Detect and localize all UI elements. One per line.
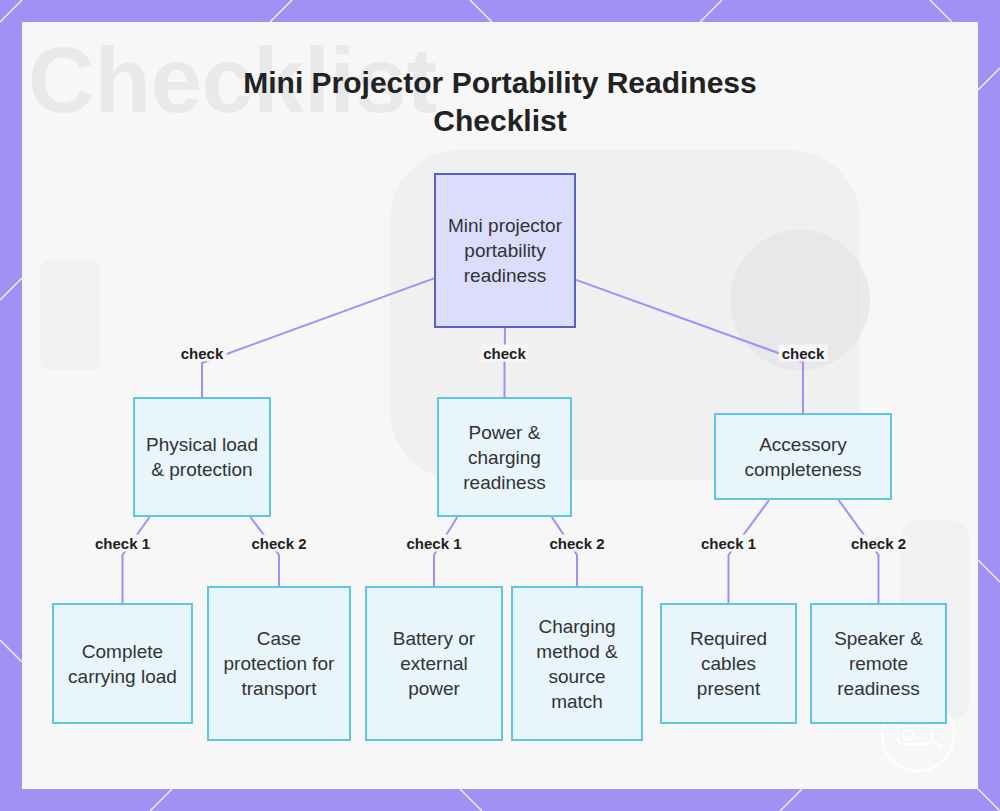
text-stack: Mini projector portability readiness: [444, 213, 566, 288]
check-box: Physical load & protection: [133, 397, 271, 517]
diagram-title: Mini Projector Portability Readiness Che…: [200, 64, 800, 140]
text-stack: Complete carrying load: [62, 639, 183, 689]
connector-line: [434, 517, 457, 586]
check-box: Accessory completeness: [714, 413, 892, 500]
connector-line: [202, 278, 434, 397]
connector-line: [729, 500, 770, 603]
edge-label: check: [480, 345, 529, 362]
node-text: Complete carrying load: [62, 639, 183, 689]
text-stack: Charging method & source match: [521, 614, 633, 714]
text-stack: Physical load & protection: [143, 432, 261, 482]
panel: [22, 22, 978, 789]
connector-line: [250, 517, 279, 586]
text-stack: Battery or external power: [375, 626, 493, 701]
edge-label: check 2: [546, 535, 607, 552]
check-box: Battery or external power: [365, 586, 503, 741]
check-box: Case protection for transport: [207, 586, 351, 741]
check-box: Required cables present: [660, 603, 797, 724]
connector-line: [123, 517, 150, 603]
node-text: Physical load & protection: [143, 432, 261, 482]
check-box: Complete carrying load: [52, 603, 193, 724]
edge-label: check 1: [92, 535, 153, 552]
node-text: Accessory completeness: [724, 432, 882, 482]
text-stack: Power & charging readiness: [447, 420, 562, 495]
text-stack: Speaker & remote readiness: [820, 626, 937, 701]
edge-label: check 2: [248, 535, 309, 552]
connector-line: [552, 517, 577, 586]
text-stack: Required cables present: [670, 626, 787, 701]
check-box: Charging method & source match: [511, 586, 643, 741]
node-text: Charging method & source match: [521, 614, 633, 714]
edge-label: check: [779, 345, 828, 362]
node-text: Case protection for transport: [217, 626, 341, 701]
node-text: Mini projector portability readiness: [444, 213, 566, 288]
text-stack: Accessory completeness: [724, 432, 882, 482]
edge-label: check: [178, 345, 227, 362]
connector-line: [576, 280, 803, 413]
edge-label: check 1: [698, 535, 759, 552]
edge-label: check 2: [848, 535, 909, 552]
edge-label: check 1: [403, 535, 464, 552]
node-text: Battery or external power: [375, 626, 493, 701]
text-stack: Case protection for transport: [217, 626, 341, 701]
node-text: Speaker & remote readiness: [820, 626, 937, 701]
node-text: Required cables present: [670, 626, 787, 701]
node-text: Power & charging readiness: [447, 420, 562, 495]
check-box: Speaker & remote readiness: [810, 603, 947, 724]
connector-line: [839, 500, 879, 603]
root-box: Mini projector portability readiness: [434, 173, 576, 328]
connector-line: [504, 328, 507, 397]
check-box: Power & charging readiness: [437, 397, 572, 517]
